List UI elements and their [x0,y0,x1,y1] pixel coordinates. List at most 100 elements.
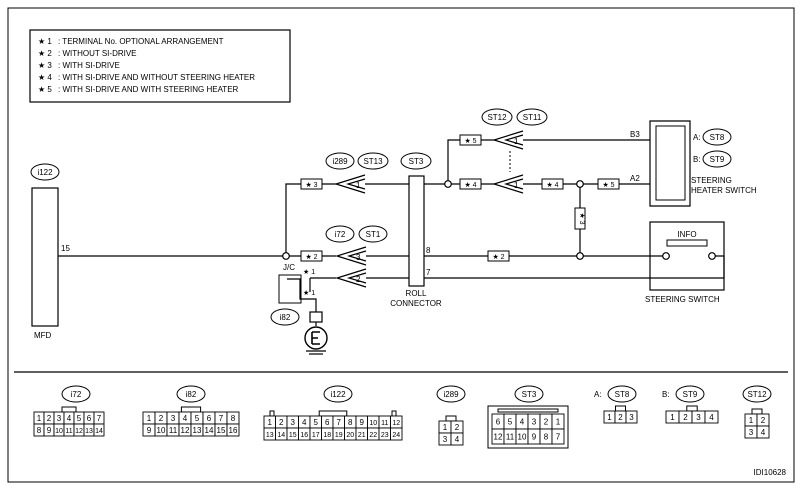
jc-box [278,274,302,304]
arrow-st1 [334,268,367,288]
wires [58,139,725,279]
pinout-housing [487,405,569,449]
pin-number: 6 [496,418,501,427]
pin-st11: 1 [514,181,519,190]
pinout-tag-label: ST3 [522,390,537,399]
junction-dot [576,252,584,260]
pin-number: 12 [181,426,190,435]
pinout-tag [675,385,705,403]
pinout-tag-label: i82 [186,390,197,399]
connector-tag-i122 [30,163,60,181]
pinout-tag [607,385,637,403]
legend-mark-4: ★ 4 [38,73,52,82]
pin-cell [226,423,240,437]
pin-number: 7 [97,414,102,423]
pin-number: 19 [335,432,343,439]
connector-label-st12: ST12 [487,113,507,122]
connector-tag-st12 [481,108,513,126]
pinout-tag-label: i289 [443,390,459,399]
pin-number: 4 [709,413,714,422]
pin-number: 14 [277,432,285,439]
pinout-prefix: B: [662,390,670,399]
pin-number: 14 [205,426,214,435]
legend-text-3: : WITH SI-DRIVE [58,61,120,70]
prefix-b: B: [693,155,701,164]
pinout-tag-label: i72 [71,390,82,399]
mfd-label: MFD [34,331,52,340]
ground-icon-e [311,331,320,345]
arrow-st11 [491,174,524,194]
steering-heater-switch: A: ST8 B: ST9 STEERING HEATER SWITCH [649,120,757,207]
star-tag [597,178,620,190]
pin-number: 3 [749,428,754,437]
pinout-latch [180,406,202,413]
connector-tag-st1 [358,225,388,243]
pin-number: 3 [291,418,296,427]
junction-dot [282,252,290,260]
legend-box [29,29,291,103]
pinout-tag [323,385,353,403]
pin-number: 12 [494,433,503,442]
legend-text-4: : WITH SI-DRIVE AND WITHOUT STEERING HEA… [58,73,255,82]
legend-mark-3: ★ 3 [38,61,52,70]
star-tag-text: ★ 5 [464,137,476,145]
roll-connector-label-1: ROLL [406,289,427,298]
roll-connector-box [408,175,425,287]
junctions [282,180,584,260]
connector-tag-st9 [702,150,732,168]
pinout-tag-label: ST9 [683,390,698,399]
pin-number: 1 [556,418,561,427]
outer-border [7,7,795,483]
pin-number: 3 [629,413,634,422]
switch-contact [662,252,670,260]
jc-pin-tag-2: ★ 1 [303,289,315,297]
image-id: IDI10628 [754,468,787,477]
pin-number: 3 [532,418,537,427]
arrow-i72 [334,246,367,266]
connector-label-st8: ST8 [710,133,725,142]
connector-label-i122: i122 [37,168,53,177]
connector-label-st11: ST11 [523,113,542,122]
pin-number: 5 [508,418,513,427]
star-tag [541,178,564,190]
pin-number: 10 [369,420,377,427]
pin-number: 1 [147,414,152,423]
pin-number: 16 [229,426,238,435]
pin-number: 6 [87,414,92,423]
pin-number: 16 [300,432,308,439]
connector-label-i82: i82 [280,313,291,322]
pin-number: 8 [348,418,353,427]
heater-switch-label-1: STEERING [691,176,732,185]
pin-number: 4 [455,435,460,444]
connector-label-i72: i72 [335,230,346,239]
pin-number: 1 [443,423,448,432]
connector-tag-st11 [516,108,548,126]
pin-number: 8 [544,433,549,442]
pin-st1: 2 [356,275,361,284]
pinout-tag [61,385,91,403]
pin-number: 10 [55,428,63,435]
pin-roll-7: 7 [426,268,431,277]
pin-number: 1 [268,418,273,427]
pin-number: 4 [67,414,72,423]
star-tag-text: ★ 4 [464,181,476,189]
pin-number: 10 [157,426,166,435]
pin-numbers: 1 1 1 3 2 8 7 B3 A2 [356,130,640,284]
pin-number: 2 [683,413,688,422]
pin-number: 9 [47,426,52,435]
pin-number: 8 [37,426,42,435]
star-tag [487,250,510,262]
pin-number: 9 [360,418,365,427]
connector-tag-i82 [270,308,300,326]
pin-number: 23 [381,432,389,439]
pin-number: 4 [520,418,525,427]
roll-connector-label-2: CONNECTOR [390,299,442,308]
pinout-tag [742,385,772,403]
legend-text-1: : TERMINAL No. OPTIONAL ARRANGEMENT [58,37,224,46]
pin-number: 9 [532,433,537,442]
